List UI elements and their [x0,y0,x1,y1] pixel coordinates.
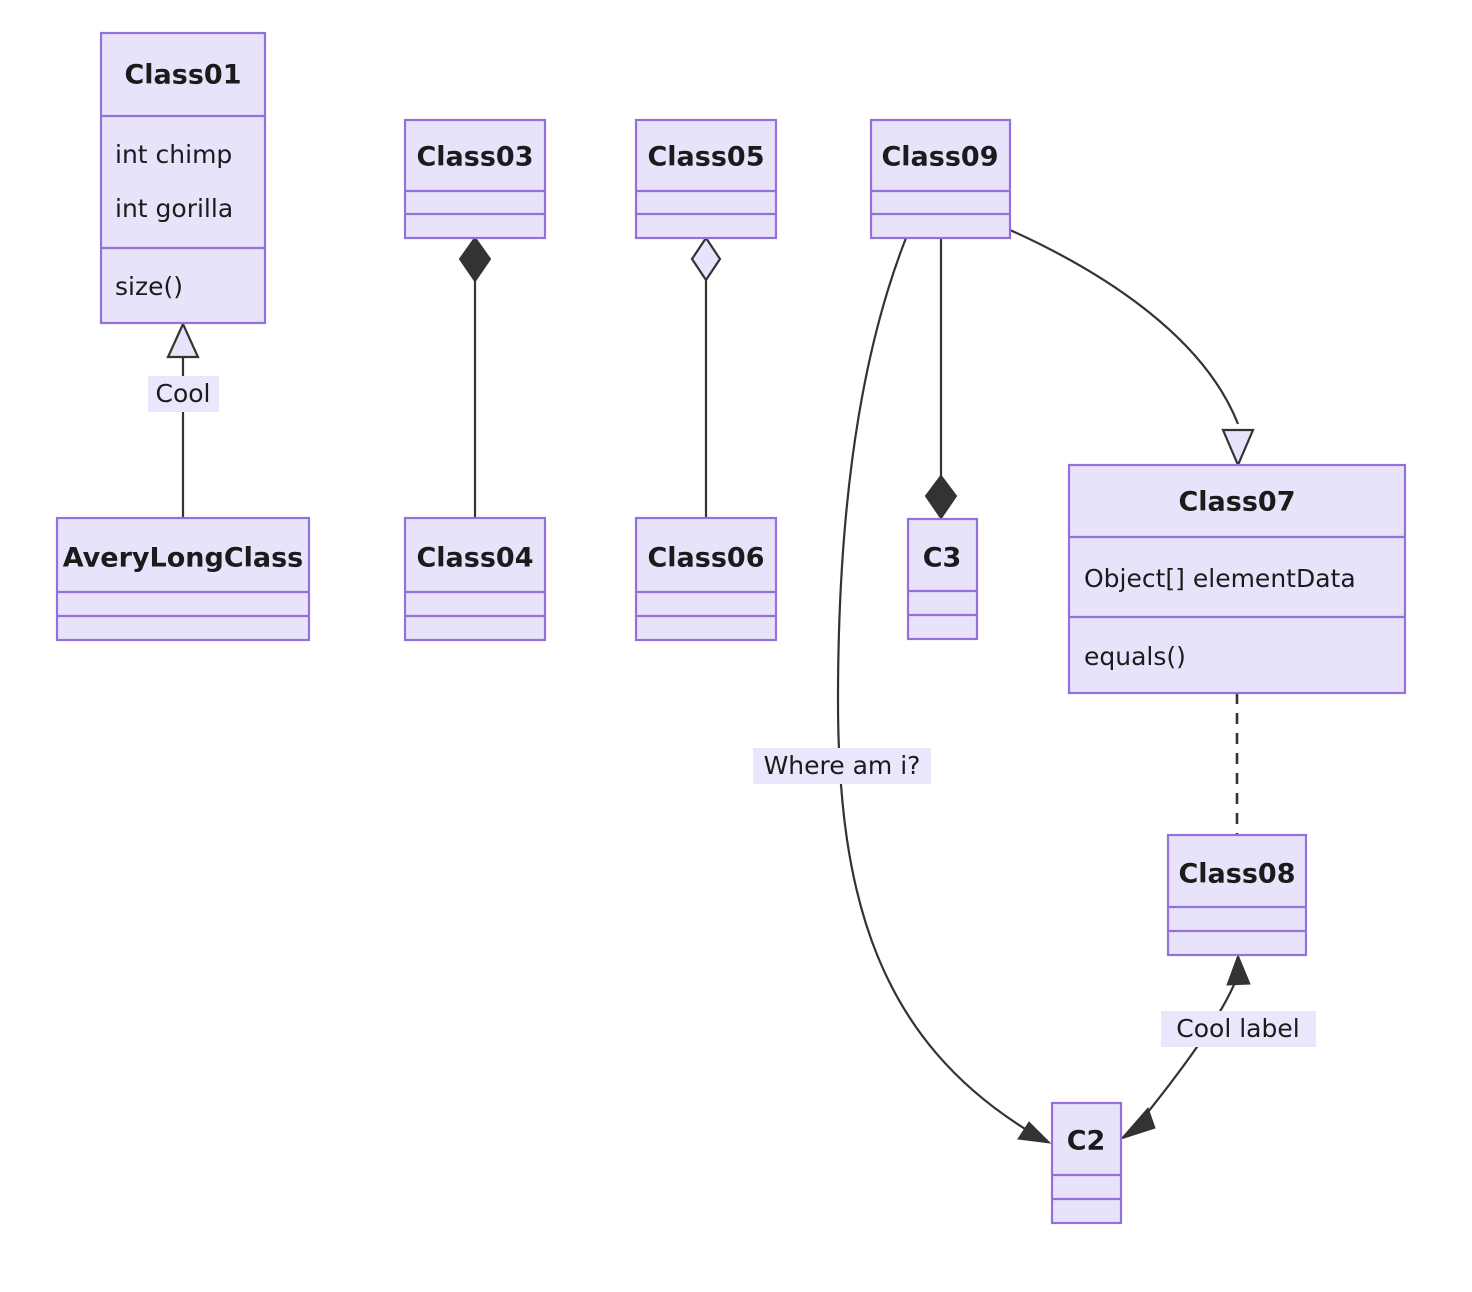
class-box-outline [634,516,778,642]
class-box-class01[interactable]: Class01 int chimp int gorilla size() [99,31,267,325]
class-name: C2 [1067,1126,1106,1157]
relationship-composition-class03-class04[interactable] [458,236,492,518]
edge-curve [1139,974,1240,1123]
filled-diamond-icon [458,236,492,283]
class-name: Class04 [416,543,533,574]
class-box-outline [1050,1101,1123,1225]
class-name: Class08 [1178,859,1295,890]
edge-label-background [148,376,219,412]
class-attribute: Object[] elementData [1084,564,1356,593]
edge-label-text: Cool label [1176,1014,1299,1043]
class-box-outline [403,118,547,240]
class-name: Class07 [1178,487,1295,518]
class-box-outline [634,118,778,240]
edge-label-background [753,748,931,784]
class-box-class05[interactable]: Class05 [634,118,778,240]
class-name: C3 [923,543,962,574]
class-box-class09[interactable]: Class09 [869,118,1012,240]
open-arrow-icon-bottom [1119,1107,1156,1141]
class-name: AveryLongClass [63,543,304,574]
relationship-inheritance-class09-class07[interactable] [1009,228,1255,468]
class-attribute: int gorilla [115,194,233,223]
class-method: equals() [1084,642,1186,671]
hollow-triangle-icon [1221,428,1255,468]
relationship-inheritance-averylongclass-class01[interactable] [166,321,200,518]
class-box-outline [1166,833,1308,957]
class-method: size() [115,272,183,301]
edge-label-text: Where am i? [764,751,921,780]
class-box-c3[interactable]: C3 [906,517,979,641]
class-name: Class01 [124,60,241,91]
open-arrow-icon-top [1226,953,1251,986]
class-name: Class06 [647,543,764,574]
class-box-outline [1067,463,1407,695]
class-box-outline [55,516,311,642]
class-box-class04[interactable]: Class04 [403,516,547,642]
hollow-diamond-icon [690,236,722,282]
relationship-composition-class09-c3[interactable] [924,238,958,520]
edge-label-cool-label: Cool label [1161,1011,1316,1047]
edge-label-text: Cool [156,379,211,408]
class-box-outline [869,118,1012,240]
class-name: Class05 [647,142,764,173]
class-box-outline [99,31,267,325]
class-box-c2[interactable]: C2 [1050,1101,1123,1225]
relationship-association-class09-c2[interactable] [836,237,1052,1144]
edge-label-cool: Cool [148,376,219,412]
edge-curve [836,237,1031,1133]
class-box-class07[interactable]: Class07 Object[] elementData equals() [1067,463,1407,695]
open-arrow-icon [1017,1121,1052,1144]
class-attribute: int chimp [115,140,232,169]
edge-curve [1009,228,1240,425]
class-box-class08[interactable]: Class08 [1166,833,1308,957]
hollow-triangle-icon [166,321,200,359]
relationship-aggregation-class05-class06[interactable] [690,236,722,518]
class-box-averylongclass[interactable]: AveryLongClass [55,516,311,642]
class-name: Class03 [416,142,533,173]
class-box-class03[interactable]: Class03 [403,118,547,240]
filled-diamond-icon [924,474,958,520]
class-name: Class09 [881,142,998,173]
edge-label-background [1161,1011,1316,1047]
class-box-outline [906,517,979,641]
edge-label-where-am-i: Where am i? [753,748,931,784]
class-box-outline [403,516,547,642]
class-box-class06[interactable]: Class06 [634,516,778,642]
